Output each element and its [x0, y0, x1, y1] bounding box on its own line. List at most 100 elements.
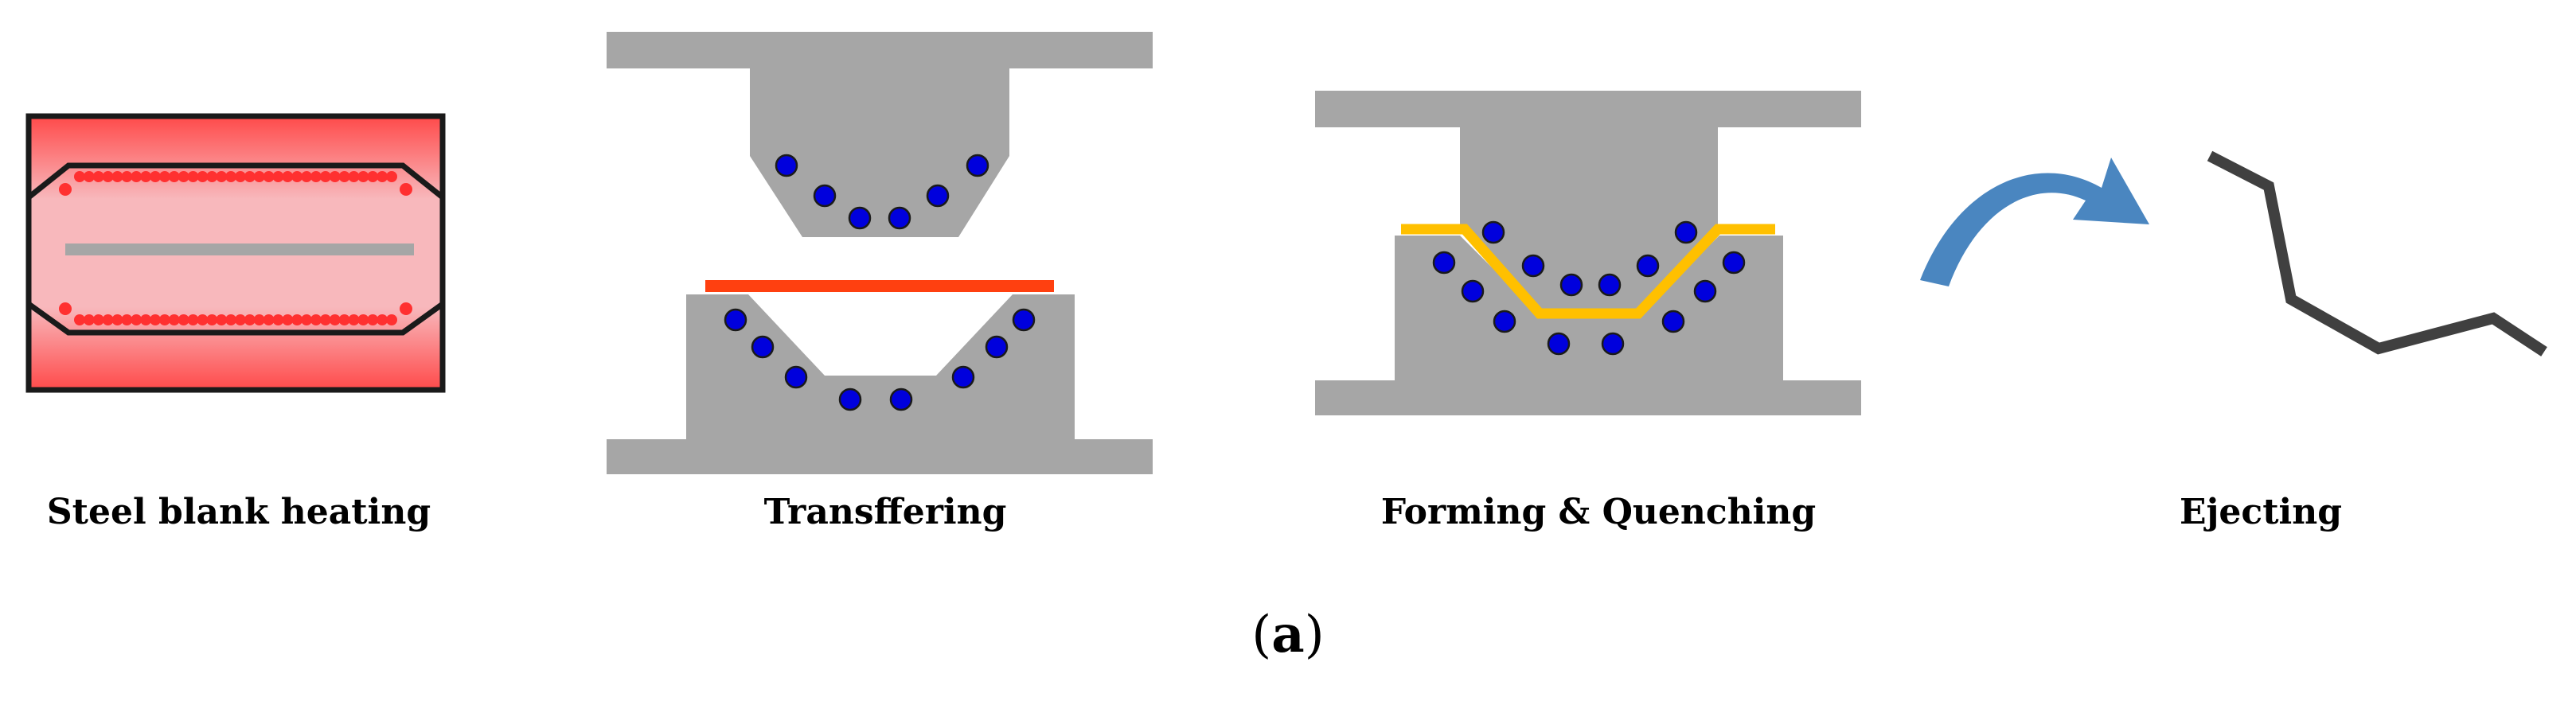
cooling-channel — [1661, 310, 1685, 333]
cooling-channel — [1636, 254, 1660, 278]
cooling-channel — [1461, 279, 1485, 303]
heater-element — [348, 171, 360, 182]
cooling-channel — [1521, 254, 1545, 278]
closed-upper-die-plate — [1315, 91, 1861, 127]
ejection — [1920, 150, 2547, 356]
cooling-channel — [1693, 279, 1717, 303]
heater-element — [150, 171, 162, 182]
heater-element — [206, 314, 218, 325]
heater-element — [92, 171, 104, 182]
heater-element — [263, 314, 275, 325]
heater-element — [197, 171, 209, 182]
figure-label-letter: a — [1271, 605, 1305, 664]
cooling-channel — [1674, 220, 1698, 244]
closed-lower-die-plate — [1315, 380, 1861, 415]
closed-die — [1315, 91, 1861, 415]
heater-element — [83, 171, 95, 182]
heater-element — [367, 171, 379, 182]
heater-element — [83, 314, 95, 325]
heater-element — [310, 314, 322, 325]
heater-element — [310, 171, 322, 182]
heater-element — [225, 171, 237, 182]
heater-element — [140, 314, 152, 325]
heater-element — [377, 314, 388, 325]
cooling-channel — [838, 388, 862, 411]
heater-element — [291, 314, 303, 325]
heater-element — [131, 171, 142, 182]
furnace — [25, 113, 446, 393]
heater-element — [357, 314, 369, 325]
heater-element — [111, 314, 123, 325]
heater-element — [102, 171, 114, 182]
heater-element — [301, 314, 313, 325]
cooling-channel — [888, 206, 911, 230]
heater-element — [187, 171, 199, 182]
furnace-bottom-heater-elements — [59, 302, 412, 325]
cooling-channel — [1598, 273, 1622, 297]
heater-element — [377, 171, 388, 182]
cooling-channel — [889, 388, 913, 411]
upper-die-punch — [750, 68, 1009, 237]
heater-element — [291, 171, 303, 182]
heater-element — [244, 171, 256, 182]
heater-element — [59, 302, 72, 315]
furnace-top-heater-zone — [29, 116, 443, 199]
figure-label-open: ( — [1251, 606, 1272, 664]
open-die — [607, 32, 1153, 474]
heater-element — [400, 183, 412, 196]
caption-steel-blank-heating: Steel blank heating — [46, 492, 431, 532]
closed-die-cooling-channels — [1432, 220, 1746, 356]
cooling-channel — [1601, 332, 1625, 356]
closed-lower-die — [1395, 236, 1783, 380]
heater-element — [348, 314, 360, 325]
furnace-top-heater-elements — [59, 171, 412, 196]
furnace-top-heater-liner — [26, 162, 445, 200]
heater-element — [59, 183, 72, 196]
heater-element — [338, 314, 350, 325]
cooling-channel — [1559, 273, 1583, 297]
heater-element — [206, 171, 218, 182]
cooling-channel — [1012, 308, 1036, 332]
cooling-channel — [1547, 332, 1571, 356]
heater-element — [234, 171, 246, 182]
heater-element — [150, 314, 162, 325]
cooling-channel — [966, 154, 989, 177]
heater-element — [92, 314, 104, 325]
heater-element — [329, 171, 341, 182]
caption-transferring: Transffering — [763, 492, 1007, 532]
cooling-channel — [848, 206, 872, 230]
heater-element — [282, 171, 294, 182]
heater-element — [319, 171, 331, 182]
cooling-channel — [951, 365, 975, 389]
cooling-channel — [1432, 251, 1456, 275]
heater-element — [197, 314, 209, 325]
cooling-channel — [724, 308, 747, 332]
heater-element — [225, 314, 237, 325]
cooling-channel — [926, 184, 950, 208]
heater-element — [158, 171, 170, 182]
heater-element — [338, 171, 350, 182]
ejected-part — [2207, 150, 2547, 356]
heater-element — [121, 314, 133, 325]
heater-element — [102, 314, 114, 325]
cooling-channel — [985, 335, 1009, 359]
cooling-channel — [1722, 251, 1746, 275]
heater-element — [386, 171, 397, 182]
heater-element — [131, 314, 142, 325]
heater-element — [121, 171, 133, 182]
cooling-channel — [775, 154, 798, 177]
heater-element — [282, 314, 294, 325]
heater-element — [253, 171, 265, 182]
furnace-outline — [25, 113, 446, 393]
open-die-cooling-channels — [724, 154, 1036, 411]
steel-blank-in-furnace — [65, 243, 414, 255]
heater-element — [216, 314, 228, 325]
furnace-bottom-heater-liner — [26, 302, 445, 336]
heater-element — [386, 314, 397, 325]
cooling-channel — [1481, 220, 1505, 244]
heater-element — [272, 314, 284, 325]
heater-element — [329, 314, 341, 325]
heater-element — [357, 171, 369, 182]
heater-element — [74, 314, 85, 325]
